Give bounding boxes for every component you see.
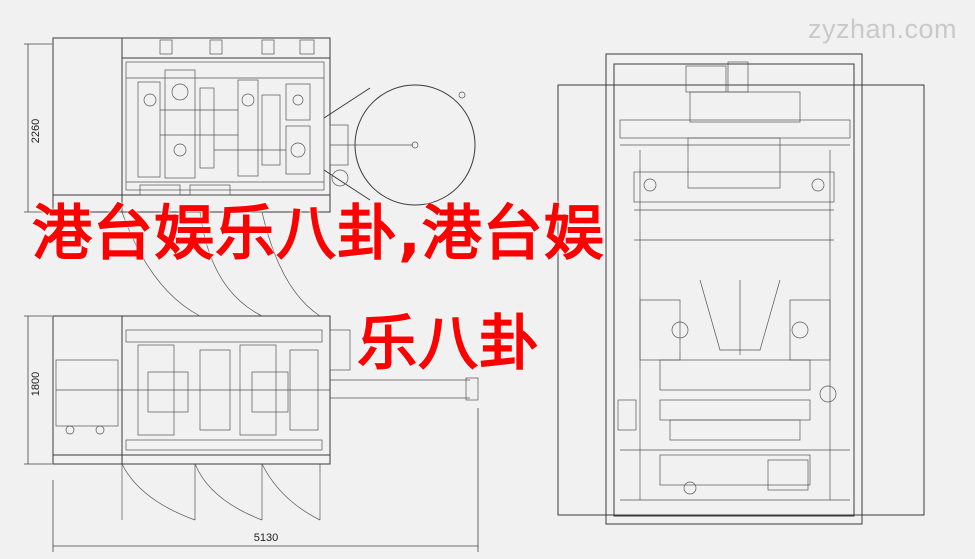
top-view <box>52 37 476 213</box>
side-view <box>52 211 479 521</box>
front-view <box>557 53 925 525</box>
dimension-label-1800: 1800 <box>30 372 42 396</box>
dimension-overall-length: 5130 <box>52 408 479 552</box>
headline-line-1: 港台娱乐八卦,港台娱 <box>32 199 605 269</box>
dimension-label-5130: 5130 <box>254 532 278 544</box>
dimension-label-2260: 2260 <box>30 119 42 143</box>
dimension-side-height: 1800 <box>24 315 52 465</box>
headline-line-2: 乐八卦 <box>357 309 540 379</box>
dimension-top-height: 2260 <box>24 43 52 213</box>
site-watermark: zyzhan.com <box>807 14 957 44</box>
